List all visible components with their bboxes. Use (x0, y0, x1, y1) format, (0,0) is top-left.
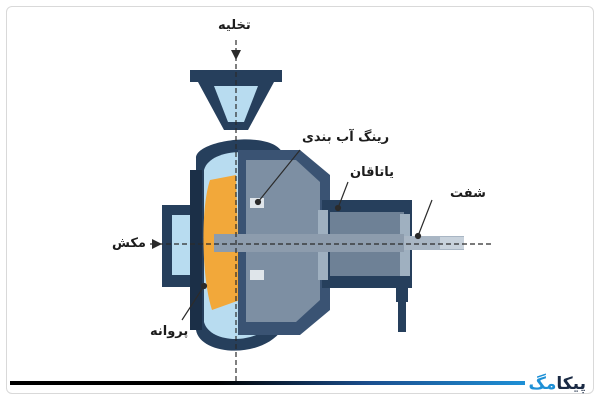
brand-name: پیکا (556, 374, 586, 394)
discharge-arrow-icon (231, 50, 241, 60)
seal-ring-label: رینگ آب بندی (302, 130, 390, 145)
suction-label: مکش (112, 236, 146, 251)
brand-accent: مگ (528, 374, 557, 394)
footer-divider (10, 381, 525, 385)
bearing-label: یاتاقان (350, 165, 395, 180)
impeller-label: پروانه (150, 324, 189, 339)
discharge-label: تخلیه (218, 18, 251, 33)
suction-arrow-icon (152, 239, 162, 249)
brand-logo: پیکامگ (528, 374, 586, 394)
shaft (214, 234, 464, 252)
leader-lines (181, 149, 433, 321)
bearing-housing (318, 200, 412, 332)
shaft-label: شفت (450, 186, 486, 201)
